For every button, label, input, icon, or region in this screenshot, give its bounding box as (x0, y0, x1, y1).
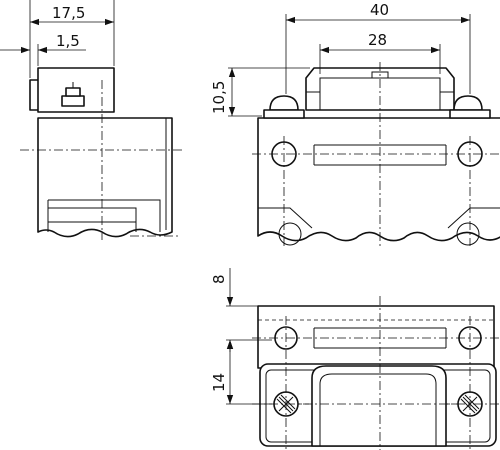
dim-label-40: 40 (370, 1, 389, 19)
side-view-main-body (37, 117, 173, 238)
dim-label-1-5: 1,5 (56, 32, 80, 50)
dim-label-14: 14 (210, 373, 228, 392)
top-view (226, 268, 500, 450)
dim-label-17-5: 17,5 (52, 4, 85, 22)
side-view (0, 0, 182, 240)
dim-label-10-5: 10,5 (210, 81, 228, 114)
dim-label-28: 28 (368, 31, 387, 49)
front-view (228, 14, 500, 246)
dim-label-8: 8 (210, 274, 228, 284)
front-view-main-body (257, 117, 500, 242)
